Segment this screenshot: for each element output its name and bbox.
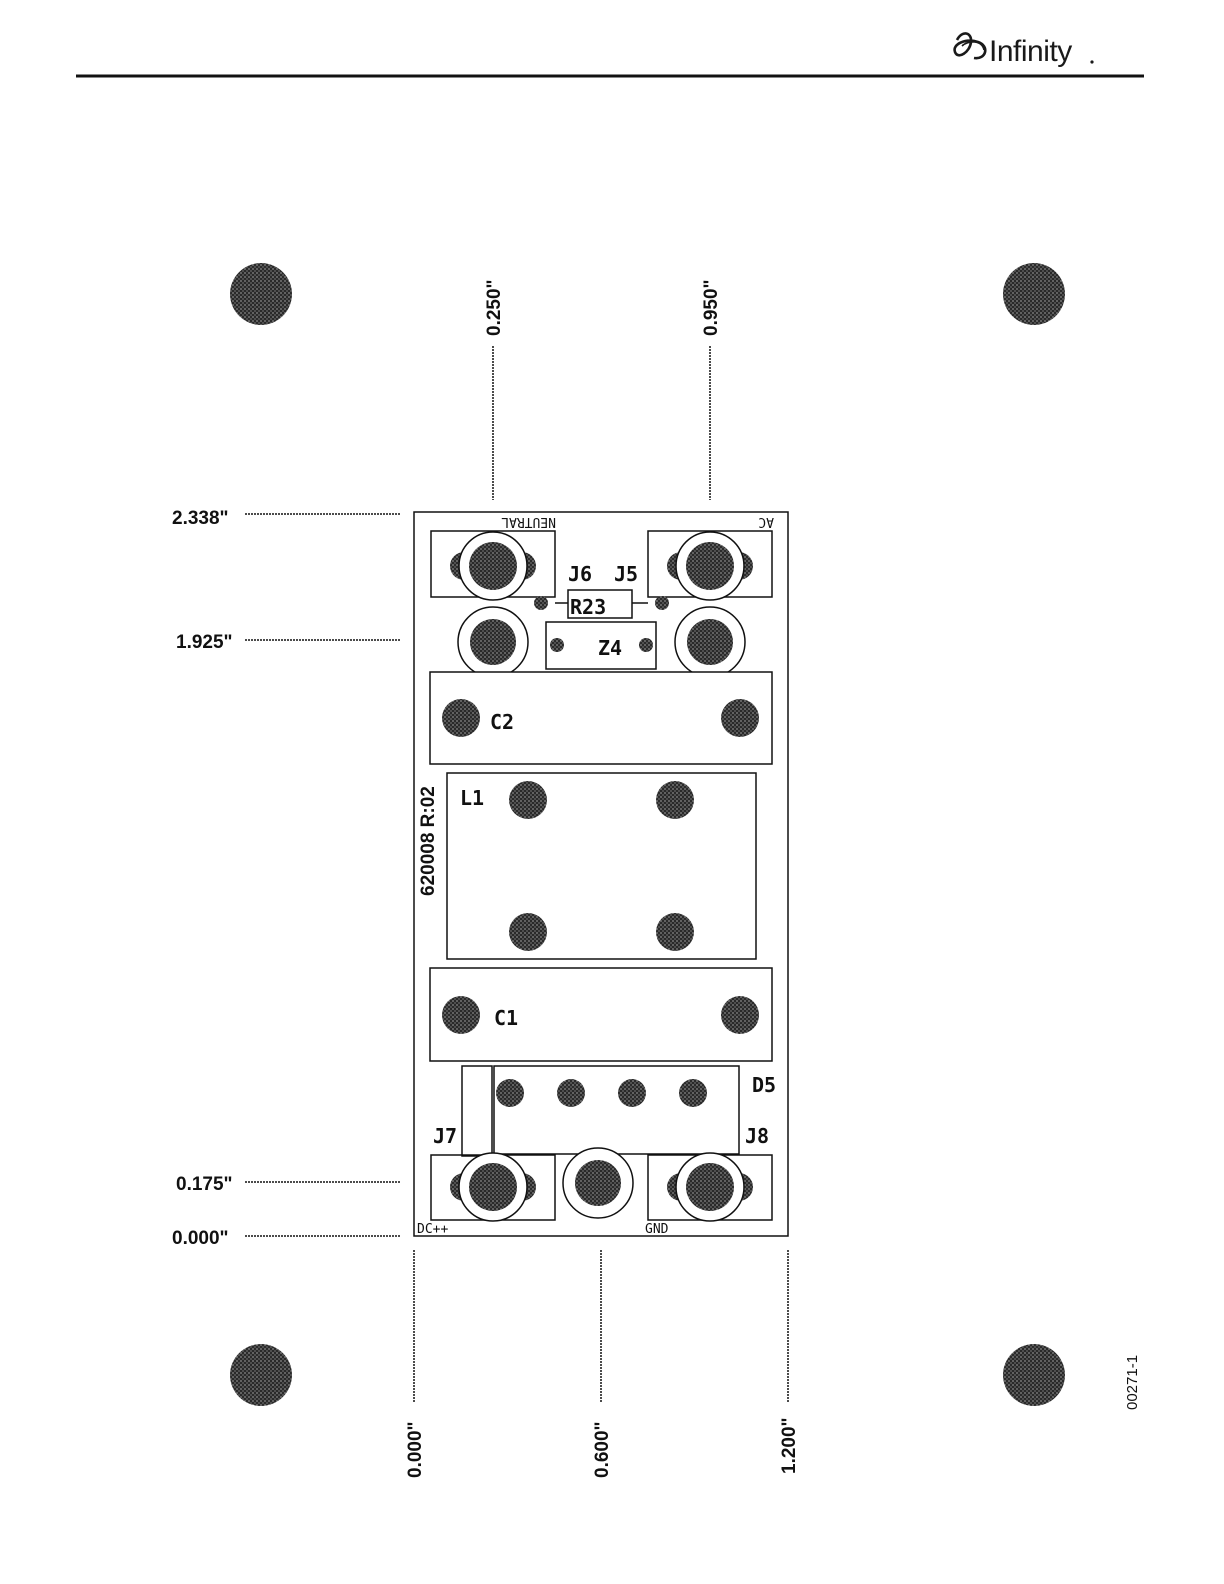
label-dcpp: DC++: [417, 1222, 448, 1237]
corner-mark-bottom-right: [1003, 1344, 1065, 1406]
label-j5: J5: [614, 562, 638, 586]
dim-bottom-0600: 0.600": [592, 1421, 613, 1478]
header: Infinity: [76, 33, 1144, 76]
dim-top-0950: 0.950": [701, 279, 722, 336]
corner-mark-bottom-left: [230, 1344, 292, 1406]
corner-mark-top-right: [1003, 263, 1065, 325]
label-l1: L1: [460, 786, 484, 810]
label-c1: C1: [494, 1006, 518, 1030]
mounting-pad-center: [563, 1148, 633, 1218]
brand-name: Infinity: [989, 35, 1072, 68]
dim-bottom-1200: 1.200": [779, 1417, 800, 1474]
registered-mark: [1090, 60, 1093, 63]
dim-left-1925: 1.925": [176, 632, 233, 653]
dim-left-0175: 0.175": [176, 1174, 233, 1195]
dim-top-0250: 0.250": [484, 279, 505, 336]
dim-bottom-0000: 0.000": [405, 1421, 426, 1478]
mounting-pad-left: [458, 607, 528, 677]
inductor-l1: [447, 773, 756, 959]
corner-mark-top-left: [230, 263, 292, 325]
label-z4: Z4: [598, 636, 622, 660]
label-d5: D5: [752, 1073, 776, 1097]
capacitor-c1: [430, 968, 772, 1061]
dim-left-0000: 0.000": [172, 1228, 229, 1249]
left-dimensions: 2.338" 1.925" 0.175" 0.000": [172, 508, 401, 1249]
figure-id: 00271-1: [1124, 1355, 1141, 1410]
top-dimensions: 0.250" 0.950": [484, 279, 722, 500]
capacitor-c2: [430, 672, 772, 764]
label-ac: AC: [758, 514, 774, 529]
infinity-swirl-logo-icon: [955, 33, 986, 58]
pcb-board: 620008 R:02 NEUTRAL AC J6 J5: [414, 512, 788, 1237]
label-c2: C2: [490, 710, 514, 734]
label-j8: J8: [745, 1124, 769, 1148]
label-neutral: NEUTRAL: [501, 514, 556, 529]
board-id: 620008 R:02: [418, 786, 439, 896]
diode-bridge-d5: [494, 1066, 739, 1154]
mounting-pad-right: [675, 607, 745, 677]
bottom-dimensions: 0.000" 0.600" 1.200": [405, 1250, 800, 1478]
dim-left-2338: 2.338": [172, 508, 229, 529]
label-r23: R23: [570, 595, 606, 619]
label-j7: J7: [433, 1124, 457, 1148]
jumper-j7: [462, 1066, 492, 1156]
label-gnd: GND: [645, 1222, 669, 1237]
label-j6: J6: [568, 562, 592, 586]
